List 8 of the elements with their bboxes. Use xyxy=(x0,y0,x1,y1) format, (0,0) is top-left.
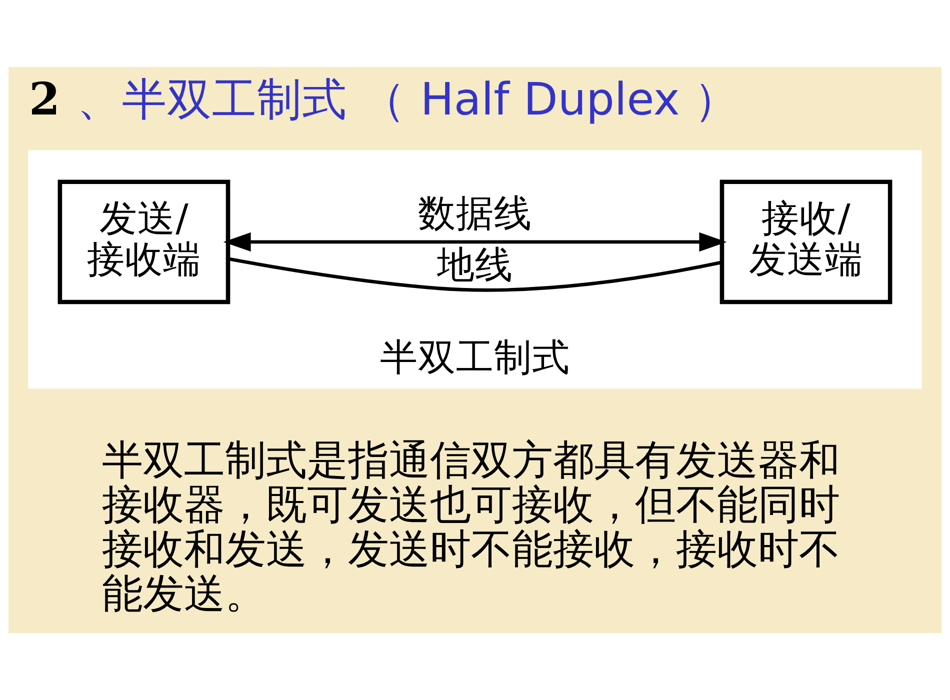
connector xyxy=(228,257,722,292)
node-box: 接收/发送端 xyxy=(720,180,892,304)
node-box: 发送/接收端 xyxy=(58,180,230,304)
arrow xyxy=(223,232,727,252)
edge-label: 地线 xyxy=(437,242,513,286)
diagram-title: 2 、半双工制式 （ Half Duplex ） xyxy=(29,72,739,126)
label: 半双工制式是指通信双方都具有发送器和接收器，既可发送也可接收，但不能同时接收和发送，发送时不能接收，接收时不能发送。 xyxy=(102,436,840,618)
edge-label: 数据线 xyxy=(418,190,532,235)
